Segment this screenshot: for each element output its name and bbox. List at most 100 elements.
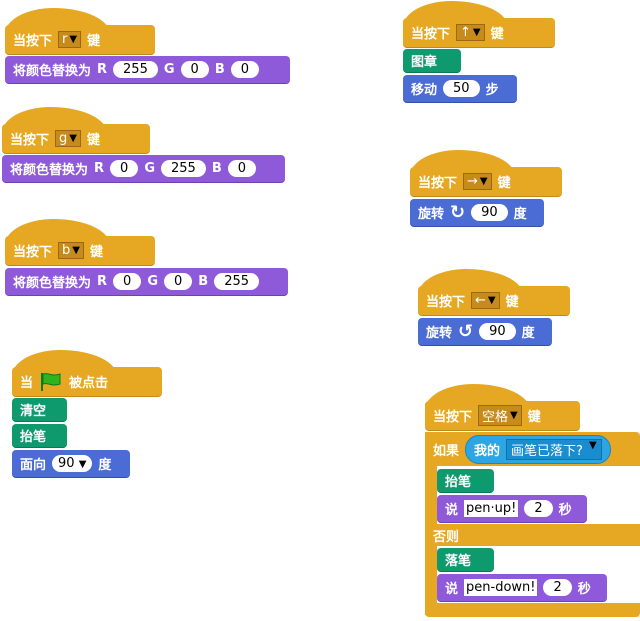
key-label: 键 [490,27,504,42]
key-dropdown[interactable]: r▼ [58,31,82,48]
turn-right-block[interactable]: 旋转 ↻ 90 度 [410,199,544,227]
seconds-input[interactable]: 2 [543,579,572,596]
message-input[interactable]: pen-down! [464,579,538,596]
g-input[interactable]: 0 [163,273,193,290]
block-label: 旋转 [426,326,453,341]
r-input[interactable]: 0 [110,160,139,177]
if-else-left-arm [425,432,437,615]
hat-label: 当按下 [13,245,53,260]
degree-label: 度 [513,207,527,222]
block-label: 抬笔 [20,430,47,445]
when-flag-clicked-hat[interactable]: 当 被点击 [12,350,162,397]
block-label: 将颜色替换为 [13,64,92,79]
b-input[interactable]: 0 [230,61,260,78]
green-flag-icon [41,372,61,391]
say-for-secs-block[interactable]: 说 pen·up! 2 秒 [437,495,587,523]
pen-up-block[interactable]: 抬笔 [12,424,67,448]
else-header: 否则 [425,524,640,546]
key-dropdown[interactable]: g▼ [55,130,81,147]
b-input[interactable]: 0 [227,160,257,177]
when-key-g-hat[interactable]: 当按下 g▼ 键 [2,107,150,154]
rotate-counterclockwise-icon: ↺ [458,321,474,342]
when-key-up-hat[interactable]: 当按下 ↑▼ 键 [403,1,555,48]
turn-left-block[interactable]: 旋转 ↺ 90 度 [418,318,552,346]
g-label: G [163,62,175,77]
b-label: B [211,161,222,176]
pen-down-block[interactable]: 落笔 [437,548,494,572]
when-key-right-hat[interactable]: 当按下 →▼ 键 [410,150,562,197]
when-key-b-hat[interactable]: 当按下 b▼ 键 [5,219,155,266]
dropdown-arrow-icon: ▼ [487,295,496,306]
dropdown-arrow-icon: ▼ [472,27,481,38]
seconds-label: 秒 [577,582,591,597]
message-input[interactable]: pen·up! [464,500,519,517]
hat-label: 当按下 [418,176,458,191]
key-dropdown[interactable]: →▼ [463,173,492,190]
dropdown-arrow-icon: ▼ [78,459,87,470]
sensing-condition[interactable]: 我的 画笔已落下?▼ [465,434,611,464]
dropdown-arrow-icon: ▼ [479,176,488,187]
hat-label: 当按下 [13,34,53,49]
move-steps-block[interactable]: 移动 50 步 [403,75,517,103]
key-label: 键 [89,245,103,260]
g-input[interactable]: 255 [160,160,206,177]
clear-block[interactable]: 清空 [12,398,67,422]
r-input[interactable]: 255 [113,61,158,78]
hat-label: 当按下 [10,133,50,148]
key-dropdown[interactable]: ←▼ [471,292,500,309]
dropdown-arrow-icon: ▼ [69,133,77,144]
say-label: 说 [445,582,459,597]
attribute-dropdown[interactable]: 画笔已落下?▼ [506,438,602,460]
block-label: 移动 [411,83,438,98]
b-input[interactable]: 255 [214,273,260,290]
key-label: 键 [86,133,100,148]
hat-label: 当 [20,376,34,391]
if-header[interactable]: 如果 我的 画笔已落下?▼ [425,432,640,466]
key-label: 键 [87,34,101,49]
if-label: 如果 [433,443,460,459]
degree-label: 度 [521,326,535,341]
say-label: 说 [445,503,459,518]
r-label: R [94,161,105,176]
pen-up-block[interactable]: 抬笔 [437,469,494,493]
degrees-input[interactable]: 90 [471,204,508,221]
dropdown-arrow-icon: ▼ [510,410,518,421]
dropdown-arrow-icon: ▼ [72,245,80,256]
clicked-label: 被点击 [69,376,109,391]
seconds-input[interactable]: 2 [524,500,553,517]
block-label: 落笔 [445,554,472,569]
dropdown-arrow-icon: ▼ [69,34,78,45]
key-label: 键 [527,410,541,425]
when-key-r-hat[interactable]: 当按下 r▼ 键 [5,8,155,55]
if-else-footer [425,603,640,617]
say-for-secs-block[interactable]: 说 pen-down! 2 秒 [437,574,607,602]
point-direction-block[interactable]: 面向 90 ▼ 度 [12,450,130,478]
when-key-left-hat[interactable]: 当按下 ←▼ 键 [418,269,570,316]
g-input[interactable]: 0 [180,61,209,78]
steps-label: 步 [485,83,499,98]
degree-label: 度 [98,458,112,473]
steps-input[interactable]: 50 [443,80,480,97]
b-label: B [198,274,209,289]
else-label: 否则 [433,529,460,545]
degrees-input[interactable]: 90 [479,323,516,340]
hat-label: 当按下 [411,27,451,42]
b-label: B [214,62,225,77]
direction-dropdown[interactable]: 90 ▼ [52,455,93,472]
r-label: R [97,62,108,77]
key-dropdown[interactable]: 空格▼ [478,405,522,426]
stamp-block[interactable]: 图章 [403,49,461,73]
seconds-label: 秒 [558,503,572,518]
key-dropdown[interactable]: ↑▼ [456,24,485,41]
dropdown-arrow-icon: ▼ [588,439,597,451]
block-label: 旋转 [418,207,445,222]
g-label: G [147,274,158,289]
r-input[interactable]: 0 [113,273,142,290]
block-label: 抬笔 [445,475,472,490]
key-dropdown[interactable]: b▼ [58,242,84,259]
when-key-space-hat[interactable]: 当按下 空格▼ 键 [425,384,580,431]
block-label: 面向 [20,458,47,473]
